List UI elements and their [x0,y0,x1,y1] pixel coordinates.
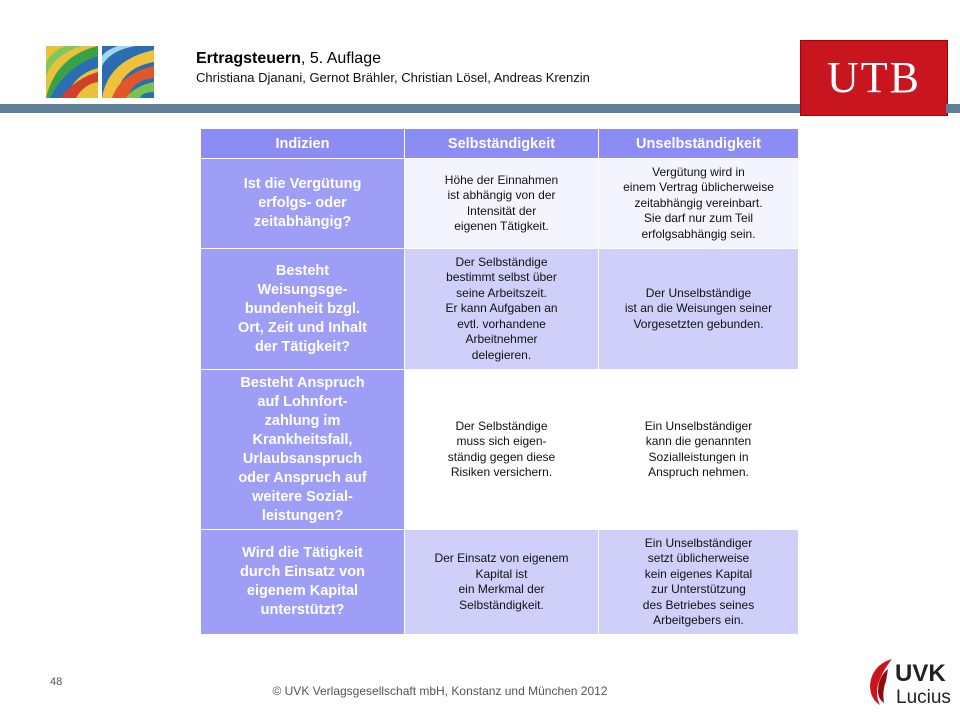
comparison-table-container: Indizien Selbständigkeit Unselbständigke… [200,128,799,635]
row-employment-cell: Ein Unselbständiger setzt üblicherweise … [598,529,799,635]
comparison-table: Indizien Selbständigkeit Unselbständigke… [200,128,799,635]
utb-logo: UTB [800,40,948,116]
column-header-self-employment: Selbständigkeit [404,128,599,159]
column-header-employment: Unselbständigkeit [598,128,799,159]
row-employment-cell: Vergütung wird in einem Vertrag üblicher… [598,158,799,249]
table-row: Wird die Tätigkeit durch Einsatz von eig… [200,529,799,635]
self-employment-text: Höhe der Einnahmen ist abhängig von der … [444,172,559,234]
uvk-swoosh-icon [870,659,892,705]
row-indicator-text: Wird die Tätigkeit durch Einsatz von eig… [240,545,365,618]
row-self-employment-cell: Der Einsatz von eigenem Kapital ist ein … [404,529,599,635]
uvk-logo-text: UVK [895,660,946,687]
row-employment-cell: Ein Unselbständiger kann die genannten S… [598,369,799,530]
table-row: Ist die Vergütung erfolgs- oder zeitabhä… [200,158,799,249]
copyright-notice: © UVK Verlagsgesellschaft mbH, Konstanz … [272,684,608,698]
self-employment-text: Der Selbständige bestimmt selbst über se… [445,254,558,362]
self-employment-text: Der Selbständige muss sich eigen- ständi… [447,418,556,480]
employment-text: Ein Unselbständiger setzt üblicherweise … [642,535,755,628]
header-title-block: Ertragsteuern, 5. Auflage Christiana Dja… [196,50,590,86]
row-indicator-text: Besteht Weisungsge- bundenheit bzgl. Ort… [238,262,367,355]
row-indicator: Wird die Tätigkeit durch Einsatz von eig… [200,529,405,635]
self-employment-text: Der Einsatz von eigenem Kapital ist ein … [434,551,569,612]
header-divider [0,104,800,113]
lucius-logo-text: Lucius [896,687,951,708]
employment-text: Ein Unselbständiger kann die genannten S… [644,418,753,480]
row-self-employment-cell: Höhe der Einnahmen ist abhängig von der … [404,158,599,249]
book-authors: Christiana Djanani, Gernot Brähler, Chri… [196,70,590,85]
column-header-indicators: Indizien [200,128,405,159]
row-self-employment-cell: Der Selbständige muss sich eigen- ständi… [404,369,599,530]
cover-art-icon [46,46,154,98]
header-divider-right [946,104,960,113]
row-self-employment-cell: Der Selbständige bestimmt selbst über se… [404,248,599,370]
uvk-lucius-logo [866,655,946,713]
row-indicator: Besteht Anspruch auf Lohnfort- zahlung i… [200,369,405,530]
book-title: Ertragsteuern, 5. Auflage [196,50,590,68]
row-employment-cell: Der Unselbständige ist an die Weisungen … [598,248,799,370]
employment-text: Vergütung wird in einem Vertrag üblicher… [623,164,774,241]
page-number: 48 [50,676,63,688]
book-cover-logo [46,46,154,98]
row-indicator: Ist die Vergütung erfolgs- oder zeitabhä… [200,158,405,249]
utb-logo-text: UTB [827,53,921,102]
table-row: Besteht Anspruch auf Lohnfort- zahlung i… [200,369,799,530]
table-row: Besteht Weisungsge- bundenheit bzgl. Ort… [200,248,799,370]
book-title-edition: , 5. Auflage [300,50,381,67]
row-indicator: Besteht Weisungsge- bundenheit bzgl. Ort… [200,248,405,370]
row-indicator-text: Ist die Vergütung erfolgs- oder zeitabhä… [243,176,362,230]
employment-text: Der Unselbständige ist an die Weisungen … [624,285,773,331]
table-header-row: Indizien Selbständigkeit Unselbständigke… [200,128,799,159]
row-indicator-text: Besteht Anspruch auf Lohnfort- zahlung i… [238,374,367,524]
book-title-main: Ertragsteuern [196,50,301,67]
